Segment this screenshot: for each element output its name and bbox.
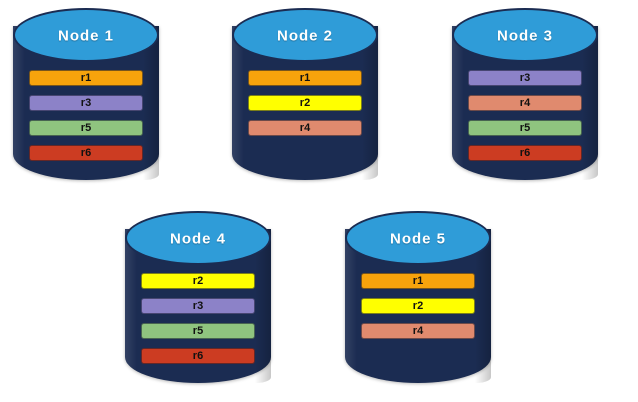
database-node-2[interactable]: Node 2 r1 r2 r4 <box>232 8 378 180</box>
replica-bar[interactable]: r1 <box>248 70 362 86</box>
replica-bar[interactable]: r5 <box>141 323 255 339</box>
replica-bar[interactable]: r4 <box>361 323 475 339</box>
node-cylinder-top: Node 3 <box>452 8 598 62</box>
node-cylinder-top: Node 1 <box>13 8 159 62</box>
replica-label: r5 <box>192 324 204 337</box>
node-cylinder-top: Node 4 <box>125 211 271 265</box>
node-label: Node 2 <box>276 27 334 45</box>
replica-label: r6 <box>519 146 531 159</box>
replica-label: r5 <box>80 121 92 134</box>
replica-label: r4 <box>299 121 311 134</box>
replica-stack: r3 r4 r5 r6 <box>452 70 598 170</box>
replica-label: r2 <box>412 299 424 312</box>
node-label: Node 3 <box>496 27 554 45</box>
node-cylinder-top: Node 2 <box>232 8 378 62</box>
replica-stack: r1 r3 r5 r6 <box>13 70 159 170</box>
database-node-3[interactable]: Node 3 r3 r4 r5 r6 <box>452 8 598 180</box>
replica-label: r3 <box>519 71 531 84</box>
replica-label: r6 <box>192 349 204 362</box>
replica-bar[interactable]: r6 <box>468 145 582 161</box>
replica-bar[interactable]: r4 <box>468 95 582 111</box>
replica-bar[interactable]: r3 <box>29 95 143 111</box>
replica-stack: r1 r2 r4 <box>345 273 491 348</box>
replica-bar[interactable]: r5 <box>29 120 143 136</box>
replica-bar[interactable]: r1 <box>29 70 143 86</box>
replica-label: r2 <box>299 96 311 109</box>
node-label: Node 4 <box>169 230 227 248</box>
database-node-4[interactable]: Node 4 r2 r3 r5 r6 <box>125 211 271 383</box>
node-label: Node 5 <box>389 230 447 248</box>
replica-bar[interactable]: r4 <box>248 120 362 136</box>
node-cylinder-top: Node 5 <box>345 211 491 265</box>
replica-bar[interactable]: r2 <box>141 273 255 289</box>
replica-label: r1 <box>299 71 311 84</box>
replica-bar[interactable]: r2 <box>361 298 475 314</box>
replica-label: r5 <box>519 121 531 134</box>
replica-bar[interactable]: r1 <box>361 273 475 289</box>
replica-label: r4 <box>412 324 424 337</box>
replica-label: r1 <box>80 71 92 84</box>
replica-stack: r1 r2 r4 <box>232 70 378 145</box>
replica-bar[interactable]: r5 <box>468 120 582 136</box>
replica-label: r1 <box>412 274 424 287</box>
replica-label: r4 <box>519 96 531 109</box>
replica-bar[interactable]: r3 <box>468 70 582 86</box>
replica-stack: r2 r3 r5 r6 <box>125 273 271 373</box>
replica-label: r2 <box>192 274 204 287</box>
database-node-5[interactable]: Node 5 r1 r2 r4 <box>345 211 491 383</box>
replica-bar[interactable]: r6 <box>141 348 255 364</box>
replica-bar[interactable]: r6 <box>29 145 143 161</box>
database-node-1[interactable]: Node 1 r1 r3 r5 r6 <box>13 8 159 180</box>
replica-label: r3 <box>192 299 204 312</box>
node-label: Node 1 <box>57 27 115 45</box>
replica-label: r3 <box>80 96 92 109</box>
replica-label: r6 <box>80 146 92 159</box>
replica-bar[interactable]: r3 <box>141 298 255 314</box>
replica-bar[interactable]: r2 <box>248 95 362 111</box>
